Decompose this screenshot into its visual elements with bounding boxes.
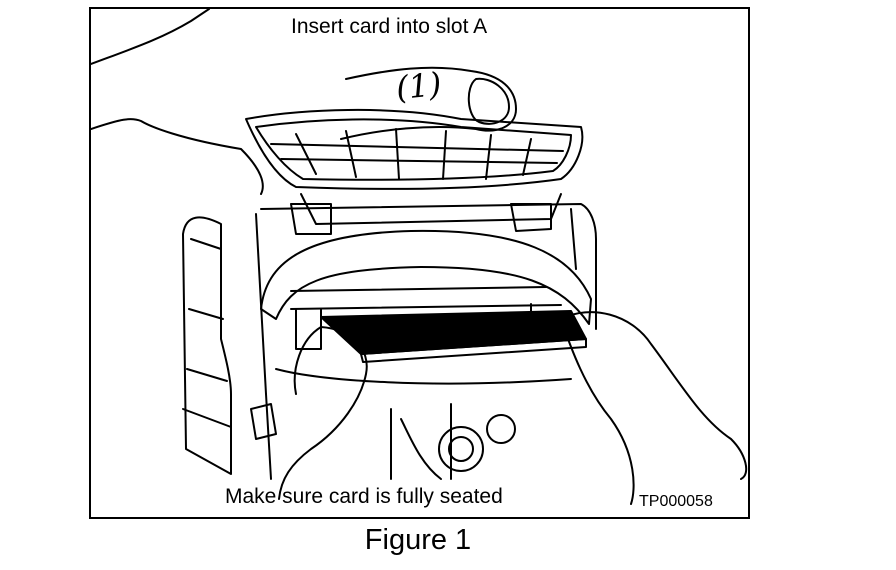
left-fingers — [278, 326, 368, 500]
card-insertion-illustration — [91, 9, 748, 505]
thumb — [340, 66, 517, 140]
insert-instruction-label: Insert card into slot A — [291, 15, 488, 38]
slot-frame — [260, 229, 592, 325]
upper-left-hand — [91, 9, 264, 195]
figure-id-label: TP000058 — [639, 493, 713, 510]
open-lid — [245, 108, 584, 235]
figure-frame: Insert card into slot A (1) Make sure ca… — [89, 7, 750, 519]
seat-instruction-label: Make sure card is fully seated — [225, 485, 503, 508]
figure-caption: Figure 1 — [364, 524, 472, 556]
step-marker: (1) — [394, 64, 444, 108]
memory-card — [320, 310, 587, 363]
right-hand — [560, 311, 748, 505]
device-internals — [250, 368, 572, 480]
